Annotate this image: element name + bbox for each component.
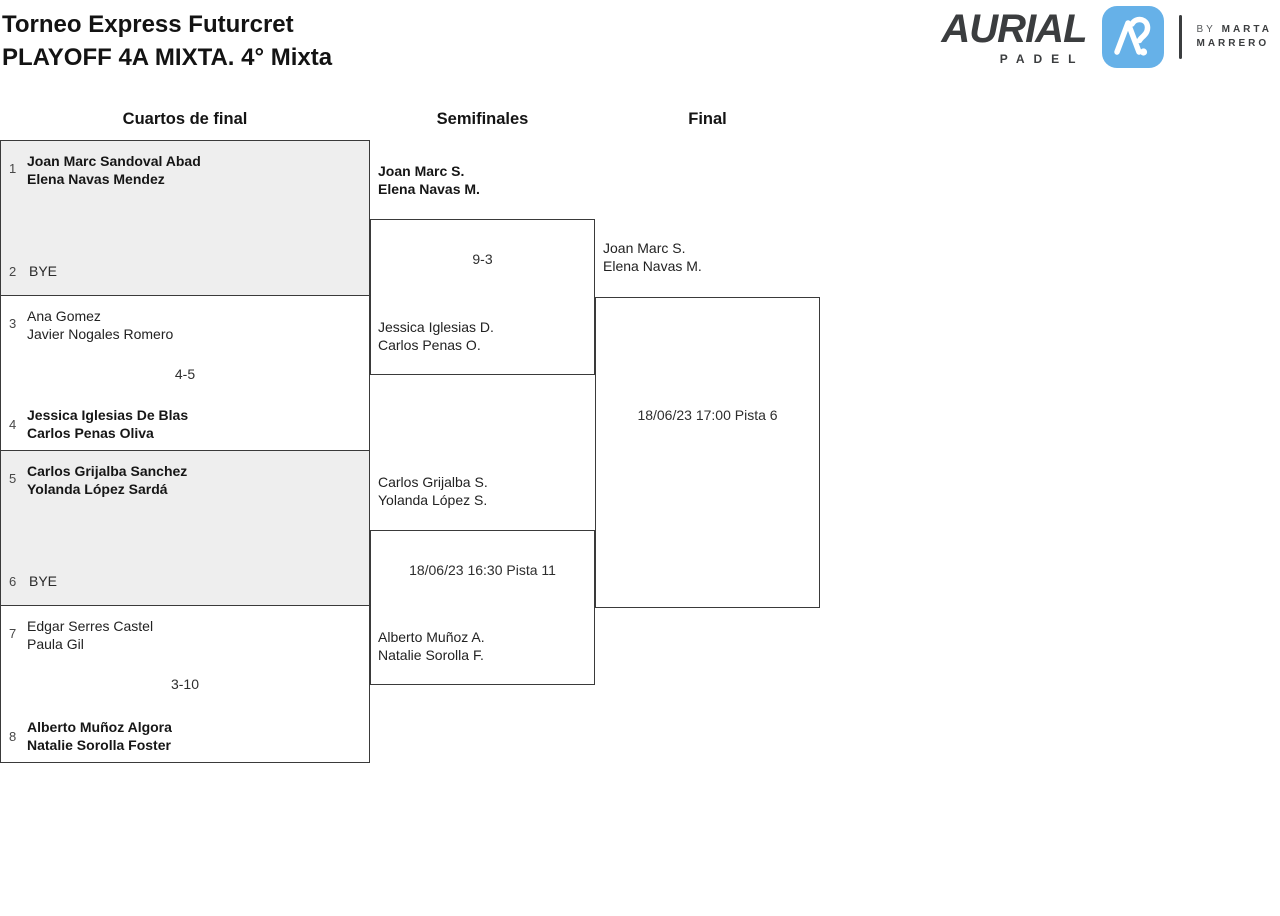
- monogram-a-icon: [1113, 16, 1150, 56]
- byline-name-line1: MARTA: [1221, 24, 1272, 35]
- logo-brand-text: AURIAL: [941, 7, 1087, 51]
- team-entry: Carlos Grijalba Sanchez Yolanda López Sa…: [27, 463, 188, 497]
- match-schedule: 18/06/23 16:30 Pista 11: [409, 562, 556, 578]
- team-entry: Ana Gomez Javier Nogales Romero: [27, 308, 174, 342]
- team-entry: Joan Marc Sandoval Abad Elena Navas Mend…: [27, 153, 201, 187]
- sf2-bottom-entry: Alberto Muñoz A. Natalie Sorolla F.: [378, 629, 485, 663]
- seed-number: 1: [9, 161, 17, 176]
- final-top-entry: Joan Marc S. Elena Navas M.: [603, 240, 702, 274]
- qf-match-4: 7 Edgar Serres Castel Paula Gil 3-10 8 A…: [0, 605, 370, 763]
- logo-monogram-icon: [1101, 6, 1164, 68]
- column-header-final: Final: [688, 110, 727, 128]
- qf-match-2: 3 Ana Gomez Javier Nogales Romero 4-5 4 …: [0, 295, 370, 451]
- logo-brand-block: AURIAL PADEL: [941, 7, 1087, 66]
- byline-by: BY: [1196, 24, 1216, 35]
- logo-sub-text: PADEL: [999, 52, 1085, 66]
- sf-match-1: 9-3 Jessica Iglesias D. Carlos Penas O.: [370, 219, 595, 375]
- team-entry: Edgar Serres Castel Paula Gil: [27, 618, 154, 652]
- match-score: 4-5: [174, 366, 196, 382]
- match-score: 9-3: [472, 251, 493, 267]
- aurial-logo: AURIAL PADEL BY MARTA MARRERO: [941, 6, 1272, 68]
- qf-match-3: 5 Carlos Grijalba Sanchez Yolanda López …: [0, 450, 370, 606]
- tournament-name: Torneo Express Futurcret: [2, 11, 294, 38]
- seed-number: 3: [9, 316, 17, 331]
- sf2-top-entry: Carlos Grijalba S. Yolanda López S.: [378, 474, 488, 508]
- bye-label: BYE: [29, 263, 58, 279]
- seed-number: 6: [9, 574, 17, 589]
- seed-number: 2: [9, 264, 17, 279]
- team-entry: Alberto Muñoz Algora Natalie Sorolla Fos…: [27, 719, 172, 753]
- seed-number: 5: [9, 471, 17, 486]
- match-schedule: 18/06/23 17:00 Pista 6: [637, 407, 778, 423]
- sf1-bottom-entry: Jessica Iglesias D. Carlos Penas O.: [378, 319, 494, 353]
- team-entry: Jessica Iglesias De Blas Carlos Penas Ol…: [27, 407, 189, 441]
- seed-number: 7: [9, 626, 17, 641]
- column-header-quarterfinals: Cuartos de final: [122, 110, 248, 128]
- sf-match-2: 18/06/23 16:30 Pista 11 Alberto Muñoz A.…: [370, 530, 595, 685]
- final-match: 18/06/23 17:00 Pista 6: [595, 297, 820, 608]
- page-title: Torneo Express Futurcret PLAYOFF 4A MIXT…: [2, 8, 332, 74]
- seed-number: 4: [9, 417, 17, 432]
- logo-divider: [1178, 15, 1182, 59]
- sf1-top-entry: Joan Marc S. Elena Navas M.: [378, 163, 480, 197]
- column-header-semifinals: Semifinales: [436, 110, 529, 128]
- qf-match-1: 1 Joan Marc Sandoval Abad Elena Navas Me…: [0, 140, 370, 296]
- bye-label: BYE: [29, 573, 58, 589]
- logo-byline: BY MARTA MARRERO: [1197, 23, 1273, 51]
- match-score: 3-10: [170, 676, 200, 692]
- playoff-category: PLAYOFF 4A MIXTA. 4° Mixta: [2, 44, 333, 71]
- byline-name-line2: MARRERO: [1196, 38, 1270, 49]
- seed-number: 8: [9, 729, 17, 744]
